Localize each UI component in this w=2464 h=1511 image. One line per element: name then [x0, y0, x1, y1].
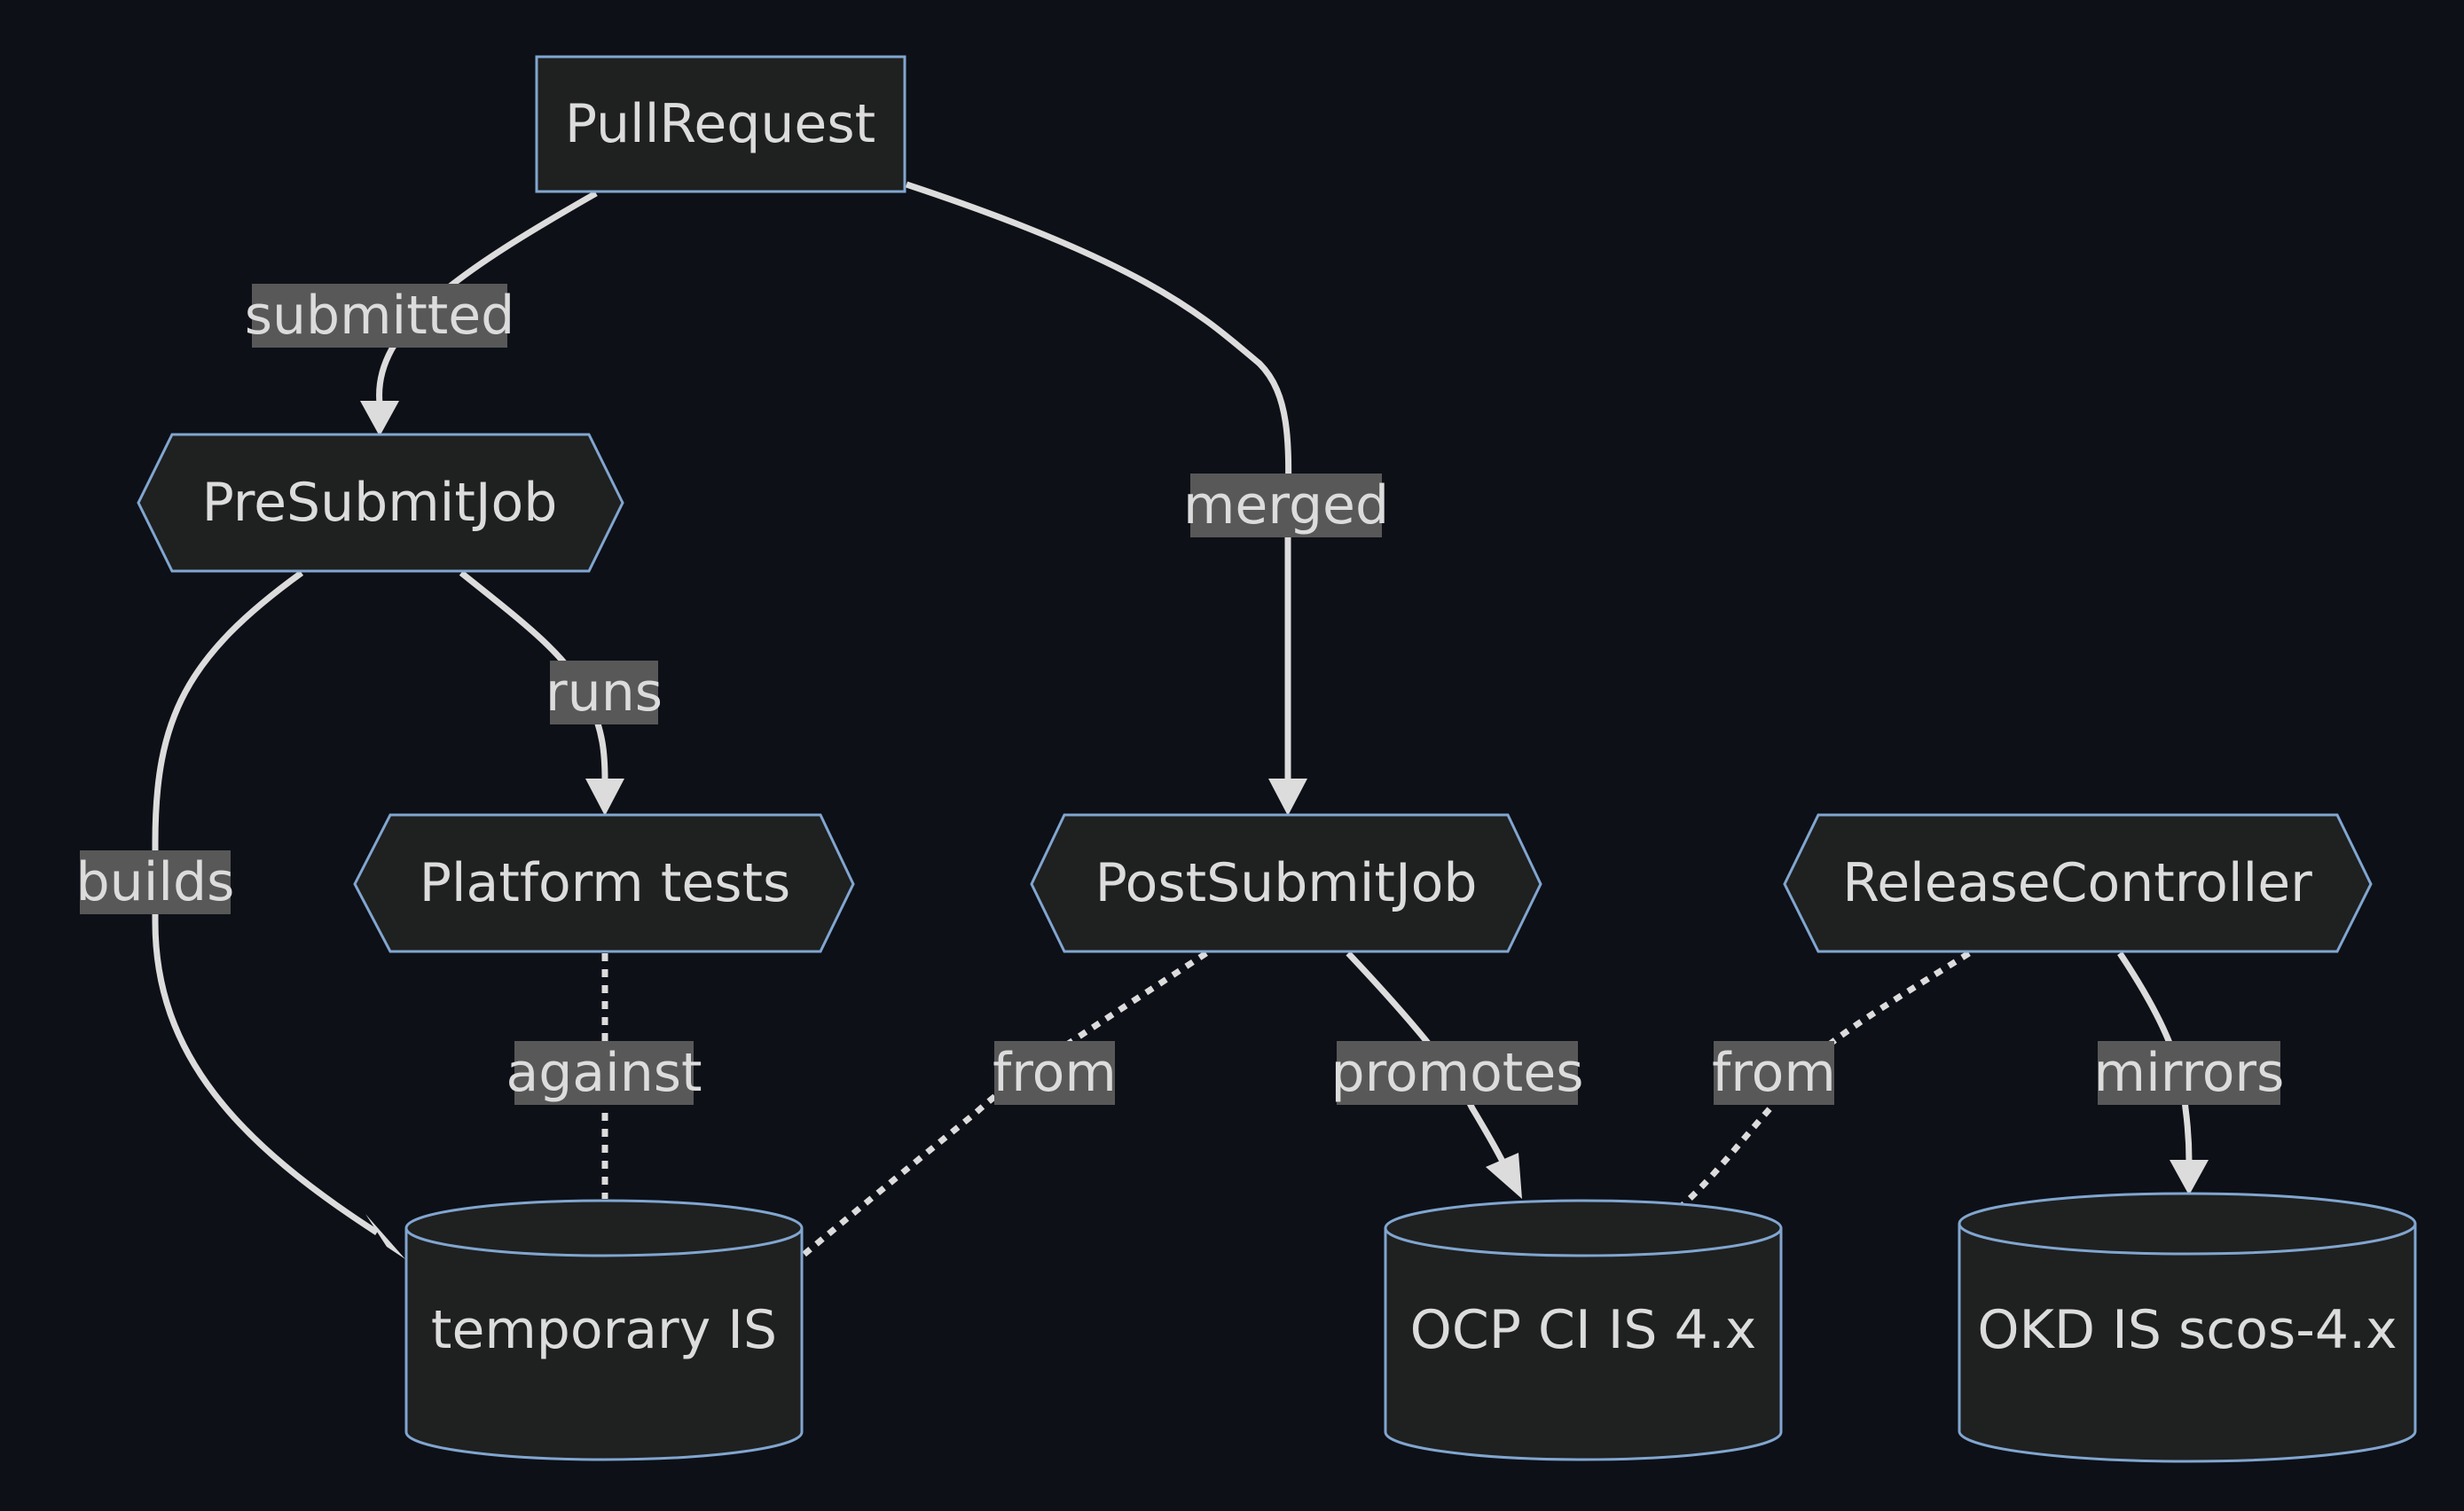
node-release-controller[interactable]: ReleaseController [1783, 813, 2373, 953]
edge-promotes-arrowhead [1486, 1153, 1522, 1199]
node-release-controller-label: ReleaseController [1842, 852, 2312, 914]
svg-text:builds: builds [76, 851, 235, 913]
node-pull-request-label: PullRequest [565, 93, 875, 155]
node-pre-submit-job-label: PreSubmitJob [202, 472, 558, 534]
node-pull-request[interactable]: PullRequest [535, 55, 906, 193]
edge-builds [152, 570, 379, 1235]
edge-label-promotes: promotes [1331, 1041, 1584, 1105]
edge-label-merged: merged [1183, 474, 1389, 537]
node-pre-submit-job[interactable]: PreSubmitJob [137, 433, 624, 573]
svg-text:against: against [506, 1042, 702, 1104]
node-platform-tests[interactable]: Platform tests [353, 813, 855, 953]
svg-text:promotes: promotes [1331, 1042, 1584, 1104]
edge-label-from-release: from [1712, 1041, 1836, 1105]
edge-builds-arrowhead [365, 1214, 405, 1259]
edge-mirrors-arrowhead [2170, 1160, 2209, 1195]
svg-text:submitted: submitted [245, 285, 515, 347]
node-ocp-ci-is[interactable]: OCP CI IS 4.x [1384, 1199, 1783, 1461]
node-okd-is-label: OKD IS scos-4.x [1977, 1299, 2397, 1361]
node-ocp-ci-is-label: OCP CI IS 4.x [1410, 1299, 1757, 1361]
edge-from-release [1679, 951, 1971, 1209]
svg-text:runs: runs [545, 662, 663, 724]
edge-label-builds: builds [76, 850, 235, 914]
node-post-submit-job[interactable]: PostSubmitJob [1030, 813, 1542, 953]
node-post-submit-job-label: PostSubmitJob [1095, 852, 1478, 914]
edge-label-mirrors: mirrors [2094, 1041, 2285, 1105]
node-okd-is[interactable]: OKD IS scos-4.x [1958, 1192, 2417, 1463]
svg-text:from: from [993, 1042, 1117, 1104]
svg-text:from: from [1712, 1042, 1836, 1104]
edge-runs-arrowhead [585, 779, 624, 816]
node-temporary-is[interactable]: temporary IS [404, 1199, 804, 1461]
edge-label-submitted: submitted [245, 284, 515, 348]
node-platform-tests-label: Platform tests [420, 852, 791, 914]
edge-label-against: against [506, 1041, 702, 1105]
edge-merged-arrowhead [1268, 779, 1307, 816]
edge-from-post [801, 951, 1208, 1257]
svg-text:mirrors: mirrors [2094, 1042, 2285, 1104]
edge-submitted-arrowhead [360, 401, 399, 436]
svg-text:merged: merged [1183, 474, 1389, 536]
edge-merged [905, 181, 1292, 780]
node-temporary-is-label: temporary IS [431, 1299, 777, 1361]
edge-label-from-post: from [993, 1041, 1117, 1105]
edge-label-runs: runs [545, 661, 663, 724]
